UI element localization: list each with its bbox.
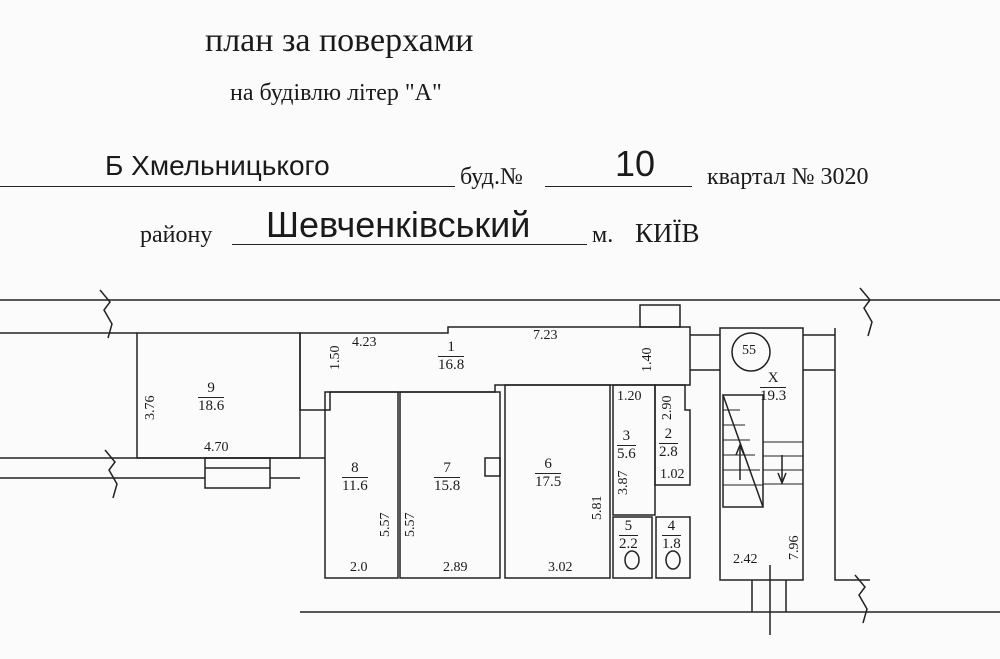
room-2-outline (654, 384, 691, 486)
street-underline (0, 186, 455, 187)
toilet-icon (665, 550, 681, 570)
break-mark (104, 449, 118, 499)
building-label: буд.№ (460, 164, 523, 190)
dimension: 3.02 (548, 560, 573, 575)
dimension: 7.96 (787, 535, 802, 561)
dimension: 1.40 (640, 347, 655, 373)
dimension: 2.89 (443, 560, 468, 575)
quarter-number: квартал № 3020 (707, 164, 869, 190)
district-label: району (140, 222, 213, 248)
room-4-outline (655, 516, 691, 579)
arrow-up-icon (735, 442, 745, 480)
entrance-steps (204, 457, 271, 489)
stair-marker: 55 (742, 343, 756, 358)
dimension: 1.50 (328, 345, 343, 371)
room-7-outline (399, 391, 501, 579)
dimension: 4.70 (204, 440, 229, 455)
stair-marker-circle (731, 332, 771, 372)
dimension: 5.57 (378, 512, 393, 538)
dimension: 1.20 (617, 389, 642, 404)
dimension: 2.0 (350, 560, 368, 575)
room-1-outline (299, 326, 691, 411)
dimension: 3.87 (616, 470, 631, 496)
city-name: КИЇВ (635, 218, 700, 248)
building-number: 10 (615, 143, 656, 184)
stairwell-outline (719, 327, 804, 581)
dimension: 5.81 (590, 495, 605, 521)
dimension: 5.57 (403, 512, 418, 538)
city-label: м. (592, 222, 614, 248)
street-name: Б Хмельницького (105, 150, 330, 181)
dimension: 7.23 (533, 328, 558, 343)
dimension: 4.23 (352, 335, 377, 350)
dimension: 2.90 (660, 395, 675, 421)
plan-title: план за поверхами (205, 22, 474, 59)
dimension: 1.02 (660, 467, 685, 482)
room-8-outline (324, 391, 399, 579)
district-underline (232, 244, 587, 245)
room-5-outline (612, 516, 653, 579)
arrow-down-icon (777, 455, 787, 486)
district-name: Шевченківський (266, 204, 531, 245)
dimension: 2.42 (733, 552, 758, 567)
room-6-outline (504, 384, 611, 579)
break-mark (854, 574, 868, 624)
stair-steps (723, 409, 803, 486)
break-mark (99, 289, 113, 339)
plan-subtitle: на будівлю літер "А" (230, 80, 442, 106)
toilet-icon (624, 550, 640, 570)
building-underline (545, 186, 692, 187)
dimension: 3.76 (143, 395, 158, 421)
break-mark (859, 287, 873, 337)
